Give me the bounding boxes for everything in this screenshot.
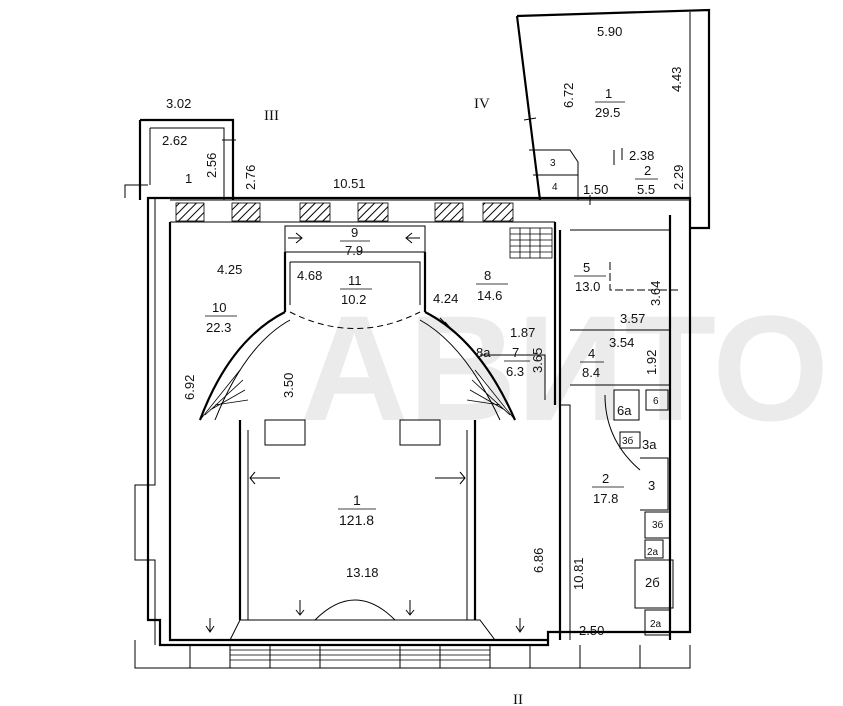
room-number: 2а — [647, 547, 659, 558]
section-mark-IV: IV — [474, 96, 490, 112]
room-area: 10.2 — [341, 292, 366, 307]
dim-corridor-width: 1.50 — [583, 182, 608, 197]
great-hall — [198, 232, 525, 641]
room-number: 3 — [550, 158, 556, 169]
room-number: 8а — [476, 345, 491, 360]
dim-room4-height: 1.92 — [644, 350, 659, 375]
dim-left-annex-width: 3.02 — [166, 96, 191, 111]
dim-room5-width: 3.57 — [620, 311, 645, 326]
section-mark-II: II — [513, 692, 523, 706]
left-annex — [138, 118, 236, 200]
room-number: 6а — [617, 403, 632, 418]
facade — [189, 645, 641, 668]
dim-hall-width: 13.18 — [346, 565, 379, 580]
dim-annex-height-right: 4.43 — [669, 67, 684, 92]
room-number: 9 — [351, 225, 358, 240]
room-number: 2 — [602, 471, 609, 486]
dim-room4-width: 3.54 — [609, 335, 634, 350]
room-area: 5.5 — [637, 182, 655, 197]
room-labels: 1 29.5 2 5.5 3 4 1 9 7.9 11 10.2 10 22.3… — [185, 86, 664, 630]
dim-top-annex-width: 5.90 — [597, 24, 622, 39]
room-number: 7 — [512, 345, 519, 360]
dim-room2-height: 10.81 — [571, 557, 586, 590]
dim-room10-width: 4.25 — [217, 262, 242, 277]
partitions — [283, 215, 680, 640]
room-area: 6.3 — [506, 364, 524, 379]
room-area: 121.8 — [339, 512, 374, 528]
dim-left-annex-height: 2.56 — [204, 153, 219, 178]
dim-room5-height: 3.64 — [648, 281, 663, 306]
room-number: 4 — [552, 182, 558, 193]
room-number: 2б — [645, 575, 660, 590]
staircase — [509, 227, 553, 259]
room-number: 3б — [622, 435, 634, 447]
room-number: 3б — [652, 519, 664, 531]
dim-main-width: 10.51 — [333, 176, 366, 191]
dim-hall-inner-height: 3.50 — [281, 373, 296, 398]
room-number: 2 — [644, 163, 651, 178]
room-area: 22.3 — [206, 320, 231, 335]
room-area: 13.0 — [575, 279, 600, 294]
dim-left-wall-height: 2.76 — [243, 165, 258, 190]
room-area: 29.5 — [595, 105, 620, 120]
room-number: 3а — [642, 437, 657, 452]
room-number: 1 — [605, 86, 612, 101]
room-number: 10 — [212, 300, 226, 315]
outer-walls — [124, 184, 692, 669]
dim-bottom-width: 2.50 — [579, 623, 604, 638]
dim-small-width: 2.38 — [629, 148, 654, 163]
dim-room10-height: 6.92 — [182, 375, 197, 400]
dim-room8-width: 4.24 — [433, 291, 458, 306]
dim-room11-width: 4.68 — [297, 268, 322, 283]
room-number: 3 — [648, 478, 655, 493]
room-number: 1 — [353, 492, 361, 508]
section-mark-III: III — [264, 108, 279, 124]
dim-small-height: 2.29 — [671, 165, 686, 190]
room-number: 2а — [650, 619, 662, 630]
room-number: 4 — [588, 346, 595, 361]
watermark: АВИТО — [300, 284, 829, 452]
room-number: 8 — [484, 268, 491, 283]
dim-room7-width: 1.87 — [510, 325, 535, 340]
dim-lower-height: 6.86 — [531, 548, 546, 573]
dim-left-annex-inner: 2.62 — [162, 133, 187, 148]
room-number: 1 — [185, 171, 192, 186]
dim-annex-height-left: 6.72 — [561, 83, 576, 108]
room-number: 6 — [653, 396, 659, 407]
room-area: 7.9 — [345, 243, 363, 258]
dim-room7-height: 3.65 — [530, 348, 545, 373]
right-annex — [515, 8, 711, 230]
room-area: 17.8 — [593, 491, 618, 506]
wall-openings — [175, 202, 514, 222]
room-area: 14.6 — [477, 288, 502, 303]
room-number: 11 — [348, 273, 362, 288]
room-number: 5 — [583, 260, 590, 275]
dimension-labels: 5.90 6.72 4.43 3.02 2.62 2.56 2.76 10.51… — [162, 24, 686, 638]
room-area: 8.4 — [582, 365, 600, 380]
